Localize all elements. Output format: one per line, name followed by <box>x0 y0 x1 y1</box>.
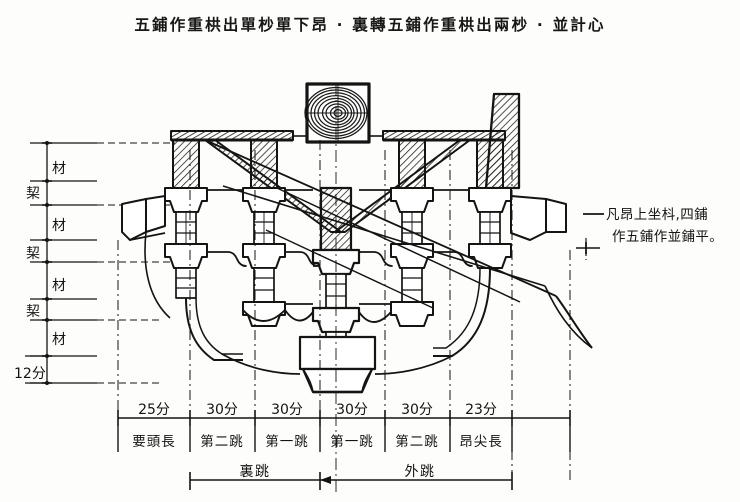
dim-name-4: 第二跳 <box>395 433 439 450</box>
dou-column-left-inner <box>242 187 286 327</box>
post-left-outer <box>172 139 200 189</box>
scale-label-cai-3: 材 <box>52 278 66 294</box>
scale-label-cai-2: 材 <box>52 218 66 234</box>
scale-label-qi-3: 栔 <box>26 304 40 320</box>
ludou-base-block <box>298 335 377 394</box>
scale-label-12fen: 12分 <box>14 366 46 382</box>
dim-value-1: 30分 <box>206 402 238 418</box>
right-note-group <box>576 213 604 260</box>
scale-label-qi-2: 栔 <box>26 246 40 262</box>
bracket-structure <box>121 82 593 492</box>
dimension-band <box>117 140 571 490</box>
dim-value-5: 23分 <box>465 402 497 418</box>
dim-name-5: 昂尖長 <box>459 434 503 450</box>
dim-name-3: 第一跳 <box>330 433 374 450</box>
right-note-line2: 作五鋪作並鋪平。 <box>612 229 723 245</box>
dim-value-4: 30分 <box>401 402 433 418</box>
ang-body <box>204 139 593 349</box>
dou-column-left-outer <box>164 187 208 299</box>
arm-end-right <box>510 195 567 241</box>
scale-label-cai-4: 材 <box>52 332 66 348</box>
scale-label-cai-1: 材 <box>52 161 66 177</box>
right-note-line1: 凡昂上坐枓,四鋪 <box>606 207 708 223</box>
dim-value-0: 25分 <box>138 402 170 418</box>
dim-name-0: 要頭長 <box>132 434 176 450</box>
dim-name-2: 第一跳 <box>265 433 309 450</box>
left-scale-group <box>25 141 185 385</box>
dou-column-right-inner <box>390 187 434 327</box>
page-title: 五鋪作重栱出單杪單下昂 · 裏轉五鋪作重栱出兩杪 · 並計心 <box>134 16 606 34</box>
post-right-inner <box>398 139 426 189</box>
column-cross-section <box>304 82 371 144</box>
span-label-outer: 外跳 <box>405 464 436 480</box>
top-beam-left <box>170 130 294 142</box>
ang-upper-tip <box>484 92 521 190</box>
dim-value-3: 30分 <box>336 402 368 418</box>
top-beam-right <box>382 130 506 142</box>
scale-label-qi-1: 栔 <box>26 186 40 202</box>
span-label-inner: 裏跳 <box>240 463 271 480</box>
dou-column-right-outer <box>468 187 512 269</box>
dim-value-2: 30分 <box>271 402 303 418</box>
arm-end-left <box>121 195 166 241</box>
dim-name-1: 第二跳 <box>200 433 244 450</box>
